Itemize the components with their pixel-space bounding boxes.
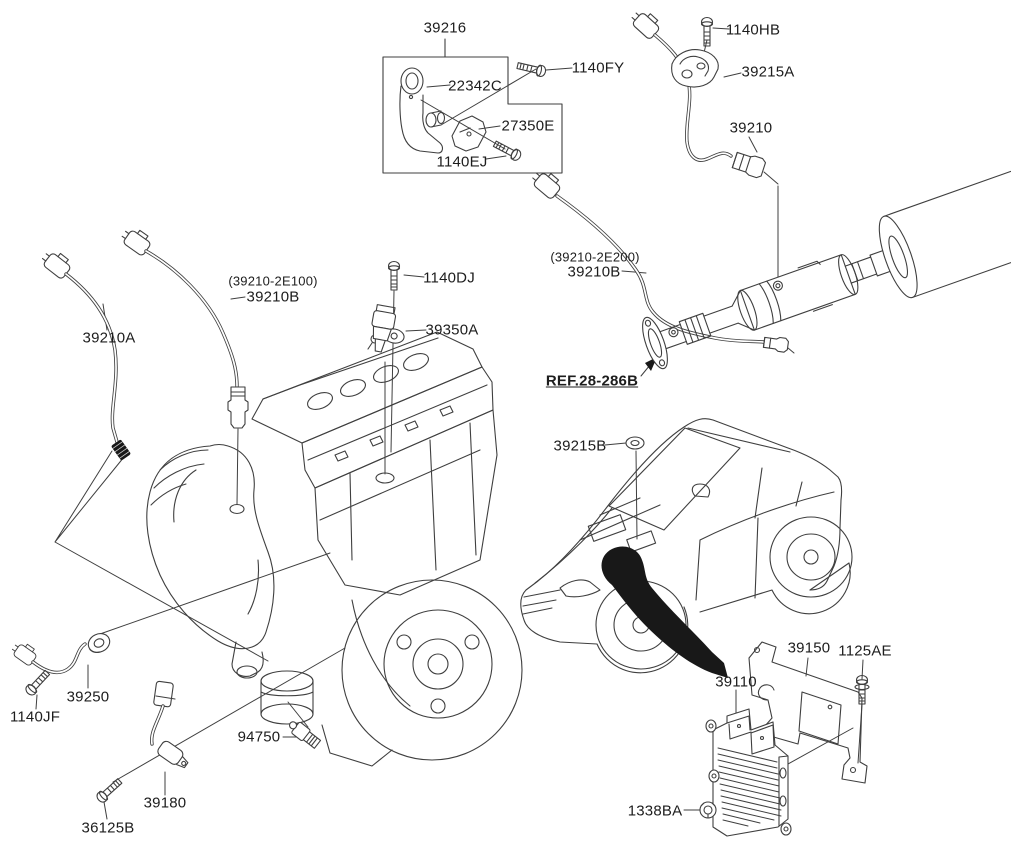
part-label-39210b-rear: 39210B — [567, 263, 621, 281]
crank-sensor-39180 — [94, 680, 189, 805]
part-label-39216: 39216 — [423, 19, 467, 37]
part-label-39215b: 39215B — [553, 437, 607, 455]
bolt-1140jf — [23, 668, 52, 698]
oxygen-sensor-39210a — [38, 246, 131, 461]
part-label-39180: 39180 — [143, 794, 187, 812]
knock-sensor-39250 — [9, 633, 111, 698]
part-label-27350e: 27350E — [501, 117, 555, 135]
part-label-39210-2e200: (39210-2E200) — [550, 249, 640, 265]
exhaust-assembly — [642, 145, 1011, 370]
oil-pressure-switch-94750 — [288, 721, 322, 749]
bracket-39215a — [671, 16, 719, 88]
part-label-22342c: 22342C — [448, 77, 502, 95]
oxygen-sensor-39210b-2e200 — [529, 165, 795, 354]
part-label-1140ej: 1140EJ — [436, 153, 488, 171]
nut-1338ba — [699, 801, 717, 819]
part-label-39150: 39150 — [787, 639, 831, 657]
ecu-39110 — [699, 708, 792, 837]
part-label-39210-2e100: (39210-2E100) — [228, 273, 318, 289]
bracket-39150 — [748, 641, 870, 784]
sensor-39350a — [371, 260, 405, 353]
part-label-1125ae: 1125AE — [838, 642, 892, 660]
part-label-1140fy: 1140FY — [571, 59, 625, 77]
ref-callout-28-286b: REF.28-286B — [545, 372, 639, 390]
part-label-1140hb: 1140HB — [725, 21, 781, 39]
oxygen-sensor-39210b-2e100 — [118, 223, 249, 515]
bolt-1140fy — [515, 59, 548, 78]
bolt-36125b — [94, 776, 125, 805]
part-label-1338ba: 1338BA — [627, 802, 683, 820]
part-label-1140jf: 1140JF — [9, 708, 61, 726]
part-label-39210: 39210 — [729, 119, 773, 137]
part-label-39210a: 39210A — [82, 329, 136, 347]
bolt-1140ej — [491, 138, 524, 163]
engine-illustration — [146, 331, 523, 767]
part-label-39110: 39110 — [715, 673, 757, 691]
car-illustration — [520, 418, 853, 678]
location-arrow — [601, 546, 728, 678]
grommet-39215b — [625, 436, 645, 450]
bracket-39216-box — [382, 38, 563, 174]
part-label-1140dj: 1140DJ — [423, 269, 475, 287]
bolt-1140dj — [387, 260, 401, 291]
part-label-36125b: 36125B — [81, 819, 135, 837]
leader-lines — [35, 27, 864, 820]
part-label-39250: 39250 — [66, 688, 110, 706]
part-label-39215a: 39215A — [741, 63, 795, 81]
part-label-94750: 94750 — [237, 728, 281, 746]
part-label-39210b-front: 39210B — [246, 288, 300, 306]
part-label-39350a: 39350A — [425, 321, 479, 339]
